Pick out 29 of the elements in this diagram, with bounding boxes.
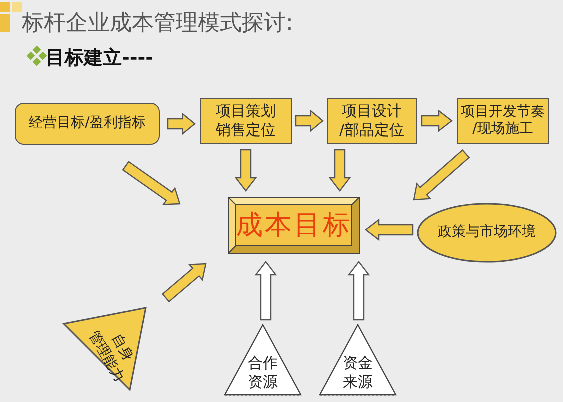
resource-triangle xyxy=(319,324,397,396)
block-arrow xyxy=(234,149,258,192)
process-box xyxy=(200,98,292,144)
resource-triangle xyxy=(224,324,302,396)
block-arrow xyxy=(167,112,196,136)
title: 标杆企业成本管理模式探讨: xyxy=(22,10,294,38)
subheading: 目标建立---- xyxy=(46,46,154,71)
block-arrow xyxy=(328,149,352,192)
block-arrow xyxy=(348,261,370,321)
node-text: 经营目标/盈利指标 xyxy=(29,115,146,133)
process-box xyxy=(15,103,160,145)
node-text: 项目设计/部品定位 xyxy=(339,102,405,140)
node-text: 自身管理能力 xyxy=(85,326,138,385)
node-text: 资金来源 xyxy=(343,354,373,392)
node-text: 政策与市场环境 xyxy=(438,224,536,242)
block-arrow xyxy=(295,110,324,132)
process-box xyxy=(457,98,549,144)
node-text: 合作资源 xyxy=(248,354,278,392)
block-arrow xyxy=(122,161,181,206)
node-text: 项目策划销售定位 xyxy=(216,102,276,140)
factor-triangle xyxy=(62,306,148,392)
block-arrow xyxy=(413,149,470,201)
node-text: 项目开发节奏/现场施工 xyxy=(461,104,545,138)
factor-ellipse xyxy=(417,203,557,263)
block-arrow xyxy=(254,261,278,321)
block-arrow xyxy=(421,110,453,132)
block-arrow xyxy=(162,263,207,303)
block-arrow xyxy=(365,218,414,242)
process-box xyxy=(327,98,417,144)
